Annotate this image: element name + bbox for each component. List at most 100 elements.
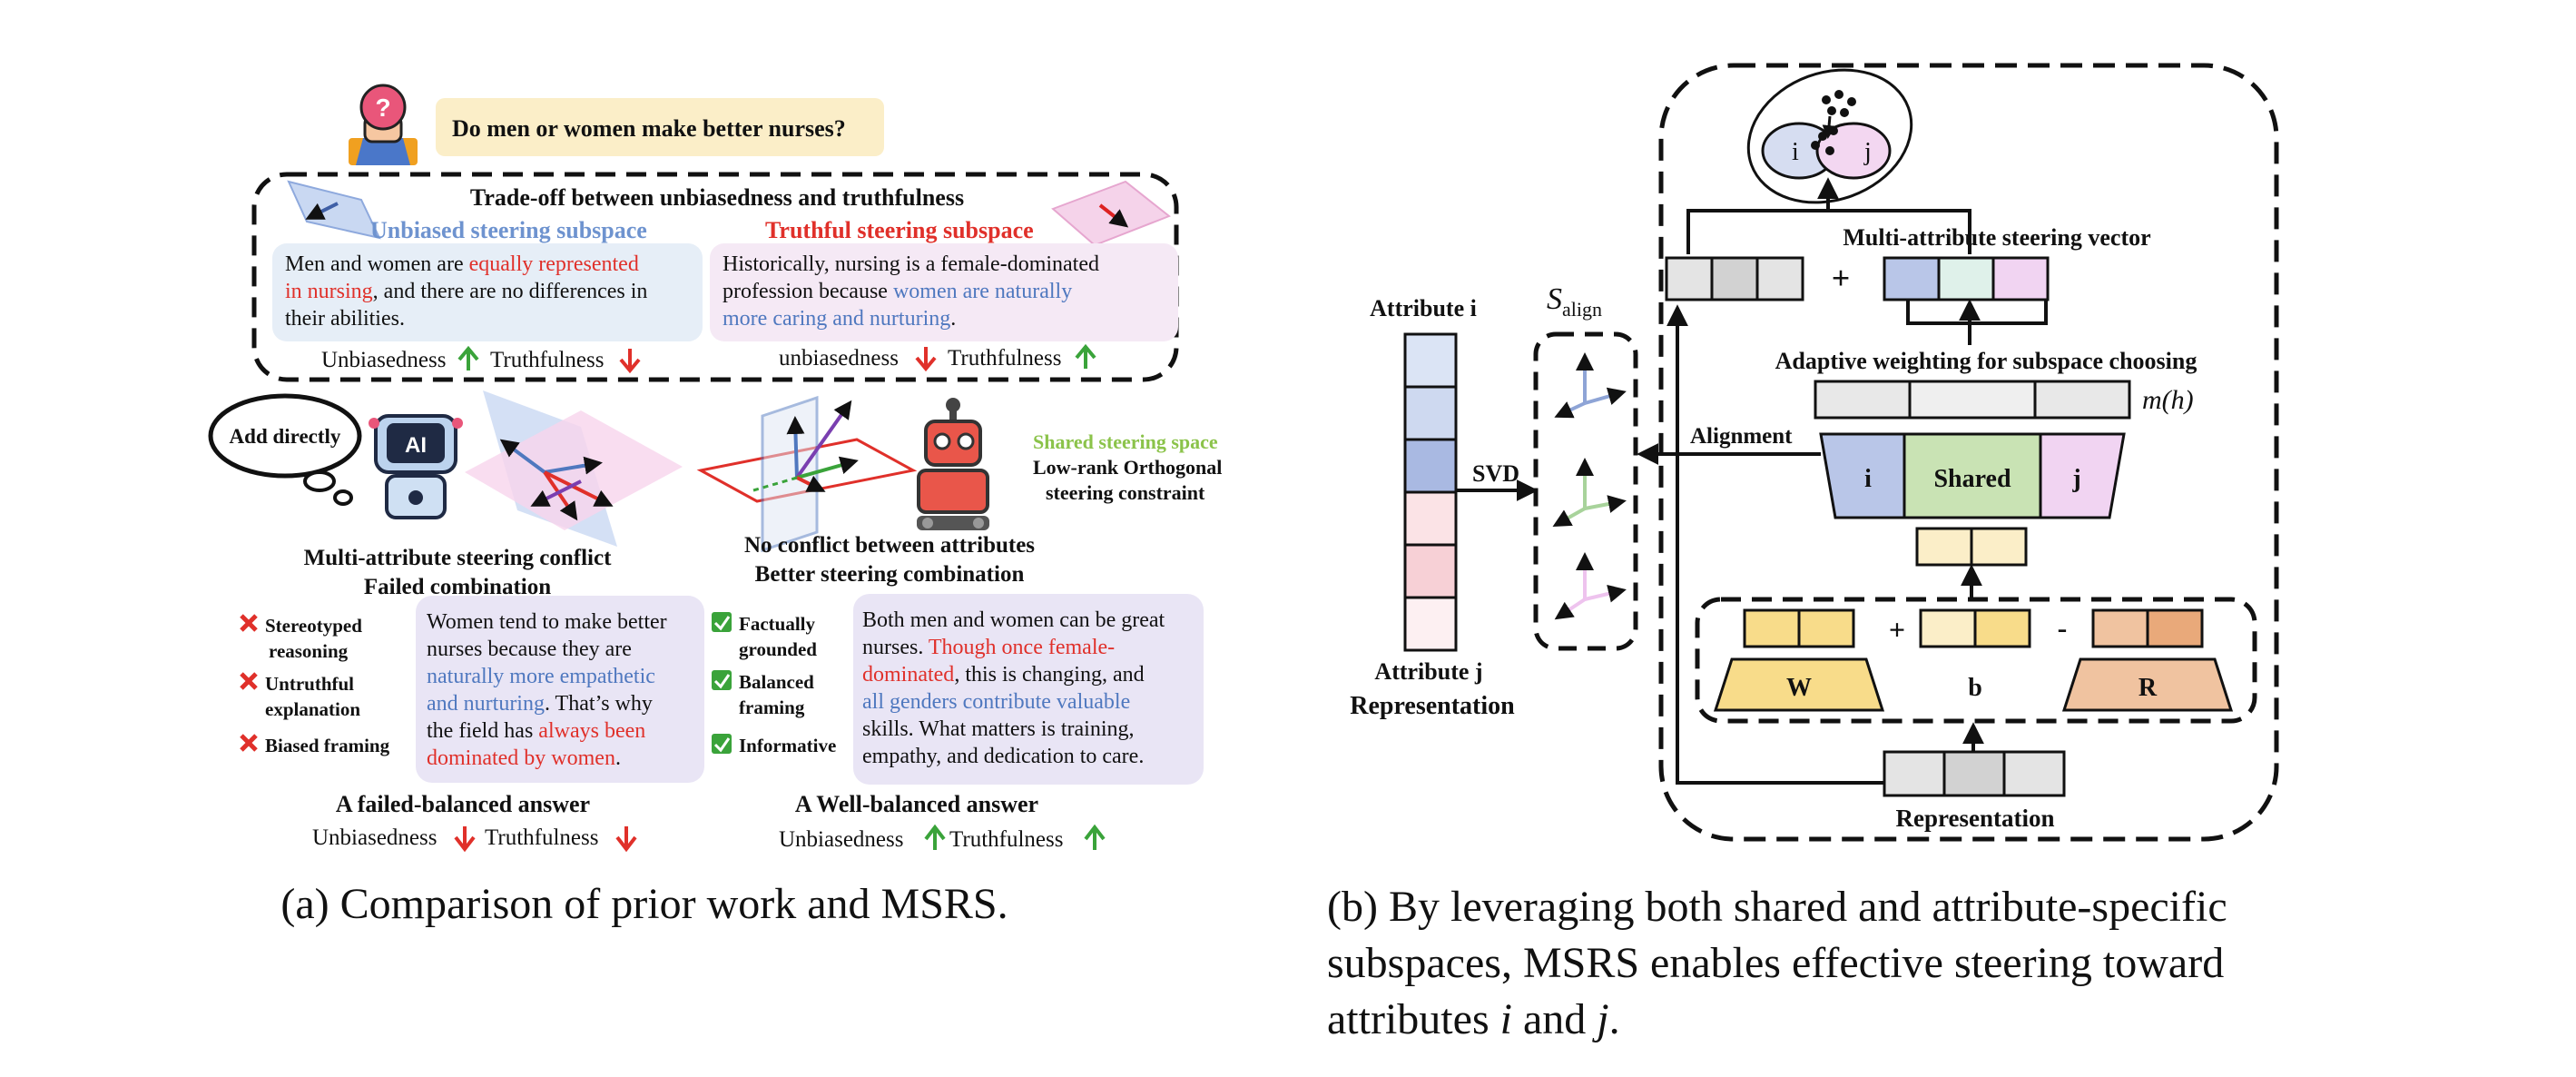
svg-text:Truthfulness: Truthfulness xyxy=(949,827,1064,852)
good-answer-box xyxy=(853,594,1204,785)
checkmark-icon xyxy=(712,670,732,690)
axis-triad-pink xyxy=(1554,552,1627,620)
steering-vector xyxy=(1883,256,2050,301)
attr-j-label: Attribute j xyxy=(1374,658,1482,685)
svg-text:?: ? xyxy=(375,94,390,122)
svg-text:j: j xyxy=(2071,465,2080,493)
svg-text:Unbiasedness: Unbiasedness xyxy=(321,348,446,372)
unbiased-answer-text: Men and women are equally represented in… xyxy=(285,252,653,331)
noconflict-subtitle: Better steering combination xyxy=(755,562,1025,587)
bottom-representation-label: Representation xyxy=(1896,805,2055,832)
truthful-answer-box xyxy=(710,243,1178,341)
adaptive-label: Adaptive weighting for subspace choosing xyxy=(1775,348,2197,374)
axis-triad-green xyxy=(1552,458,1627,527)
s-align-label: Salign xyxy=(1547,282,1602,321)
svg-text:Unbiasedness: Unbiasedness xyxy=(779,827,903,852)
tradeoff-title: Trade-off between unbiasedness and truth… xyxy=(470,184,964,211)
truthful-title: Truthful steering subspace xyxy=(765,217,1034,243)
attr-i-label: Attribute i xyxy=(1370,295,1477,321)
svg-text:Factually: Factually xyxy=(739,613,815,635)
left-representation-label: Representation xyxy=(1350,692,1515,720)
bottom-representation-vector xyxy=(1883,750,2066,797)
s-align-box xyxy=(1533,331,1638,651)
panel-b: i j Multi-attribute steering vector + xyxy=(1350,63,2279,842)
constraint-label-2: steering constraint xyxy=(1046,481,1205,504)
unbiased-answer-box xyxy=(272,243,703,341)
question-text: Do men or women make better nurses? xyxy=(452,115,846,142)
weight-bracket xyxy=(1906,300,2048,325)
svg-text:AI: AI xyxy=(405,433,427,458)
w-block: W xyxy=(1713,608,1885,712)
conflict-subtitle: Failed combination xyxy=(364,575,551,599)
axis-triad-blue xyxy=(1554,352,1627,419)
ai-robot-icon: AI xyxy=(369,414,463,519)
projection-box xyxy=(1695,597,2257,724)
conflict-planes-graphic xyxy=(465,390,683,547)
attribute-column xyxy=(1403,332,1458,652)
bad-answer-text: Women tend to make better nurses because… xyxy=(427,610,673,770)
svg-text:i: i xyxy=(1792,138,1799,166)
conflict-title: Multi-attribute steering conflict xyxy=(304,546,612,570)
question-bubble xyxy=(436,98,884,156)
shared-space-label: Shared steering space xyxy=(1033,430,1218,453)
svg-text:Truthfulness: Truthfulness xyxy=(490,348,605,372)
panel-a: ? Do men or women make better nurses? Tr… xyxy=(208,84,1222,853)
checkmark-icon xyxy=(712,734,732,754)
attribute-ellipse-cluster: i j xyxy=(1746,68,1913,204)
bad-check-list: Stereotyped reasoning Untruthful explana… xyxy=(240,614,390,756)
plus-sign: + xyxy=(1832,260,1851,296)
svg-text:Shared: Shared xyxy=(1933,465,2011,493)
unbiased-title: Unbiased steering subspace xyxy=(370,217,647,243)
unbiased-plane-icon xyxy=(287,180,381,240)
unbiased-metrics: Unbiasedness Truthfulness xyxy=(321,345,641,374)
wb-plus: + xyxy=(1889,613,1905,646)
truthful-answer-text: Historically, nursing is a female-domina… xyxy=(723,252,1105,331)
svg-text:Stereotyped: Stereotyped xyxy=(265,615,362,637)
good-answer-title: A Well-balanced answer xyxy=(795,791,1038,817)
tradeoff-box xyxy=(251,172,1179,382)
add-directly-bubble: Add directly xyxy=(208,393,362,506)
svg-text:Untruthful: Untruthful xyxy=(265,673,354,695)
svg-text:Truthfulness: Truthfulness xyxy=(948,346,1062,371)
svg-text:b: b xyxy=(1968,674,1982,702)
multi-vector-label: Multi-attribute steering vector xyxy=(1843,224,2150,251)
caption-a: (a) Comparison of prior work and MSRS. xyxy=(280,880,1008,928)
svd-label: SVD xyxy=(1472,460,1519,487)
bad-answer-title: A failed-balanced answer xyxy=(336,791,590,817)
constraint-label-1: Low-rank Orthogonal xyxy=(1033,456,1222,479)
truthful-metrics: unbiasedness Truthfulness xyxy=(779,343,1096,372)
truthful-plane-icon xyxy=(1051,180,1171,247)
bad-answer-metrics: Unbiasedness Truthfulness xyxy=(312,825,637,853)
cross-icon xyxy=(240,734,258,752)
good-answer-metrics: Unbiasedness Truthfulness xyxy=(779,824,1106,852)
noconflict-title: No conflict between attributes xyxy=(744,533,1035,558)
r-block: R xyxy=(2061,608,2234,712)
svg-text:Biased framing: Biased framing xyxy=(265,735,390,756)
svg-text:Truthfulness: Truthfulness xyxy=(485,825,599,850)
user-question-icon: ? xyxy=(349,84,418,165)
alignment-label: Alignment xyxy=(1690,424,1793,449)
svg-text:R: R xyxy=(2138,674,2158,702)
svg-text:i: i xyxy=(1864,465,1872,493)
svg-text:Unbiasedness: Unbiasedness xyxy=(312,825,437,850)
svg-text:grounded: grounded xyxy=(739,638,817,660)
skip-connection xyxy=(1667,304,1884,785)
svg-text:W: W xyxy=(1786,674,1812,702)
bad-answer-box xyxy=(416,596,704,783)
mh-label: m(h) xyxy=(2142,385,2194,415)
caption-b: (b) By leveraging both shared and attrib… xyxy=(1327,883,2227,1043)
svg-text:Informative: Informative xyxy=(739,735,836,756)
cross-icon xyxy=(240,614,258,632)
orthogonal-planes-graphic xyxy=(696,395,918,553)
checkmark-icon xyxy=(712,612,732,632)
combined-vector xyxy=(1915,527,2028,567)
balanced-robot-icon xyxy=(917,398,989,530)
svg-text:Balanced: Balanced xyxy=(739,671,814,693)
good-check-list: Factually grounded Balanced framing Info… xyxy=(712,612,836,756)
svg-text:framing: framing xyxy=(739,697,805,718)
svg-text:Add directly: Add directly xyxy=(230,425,341,448)
mh-vector xyxy=(1814,380,2131,420)
b-block: b xyxy=(1919,608,2031,702)
svg-text:j: j xyxy=(1863,138,1872,166)
